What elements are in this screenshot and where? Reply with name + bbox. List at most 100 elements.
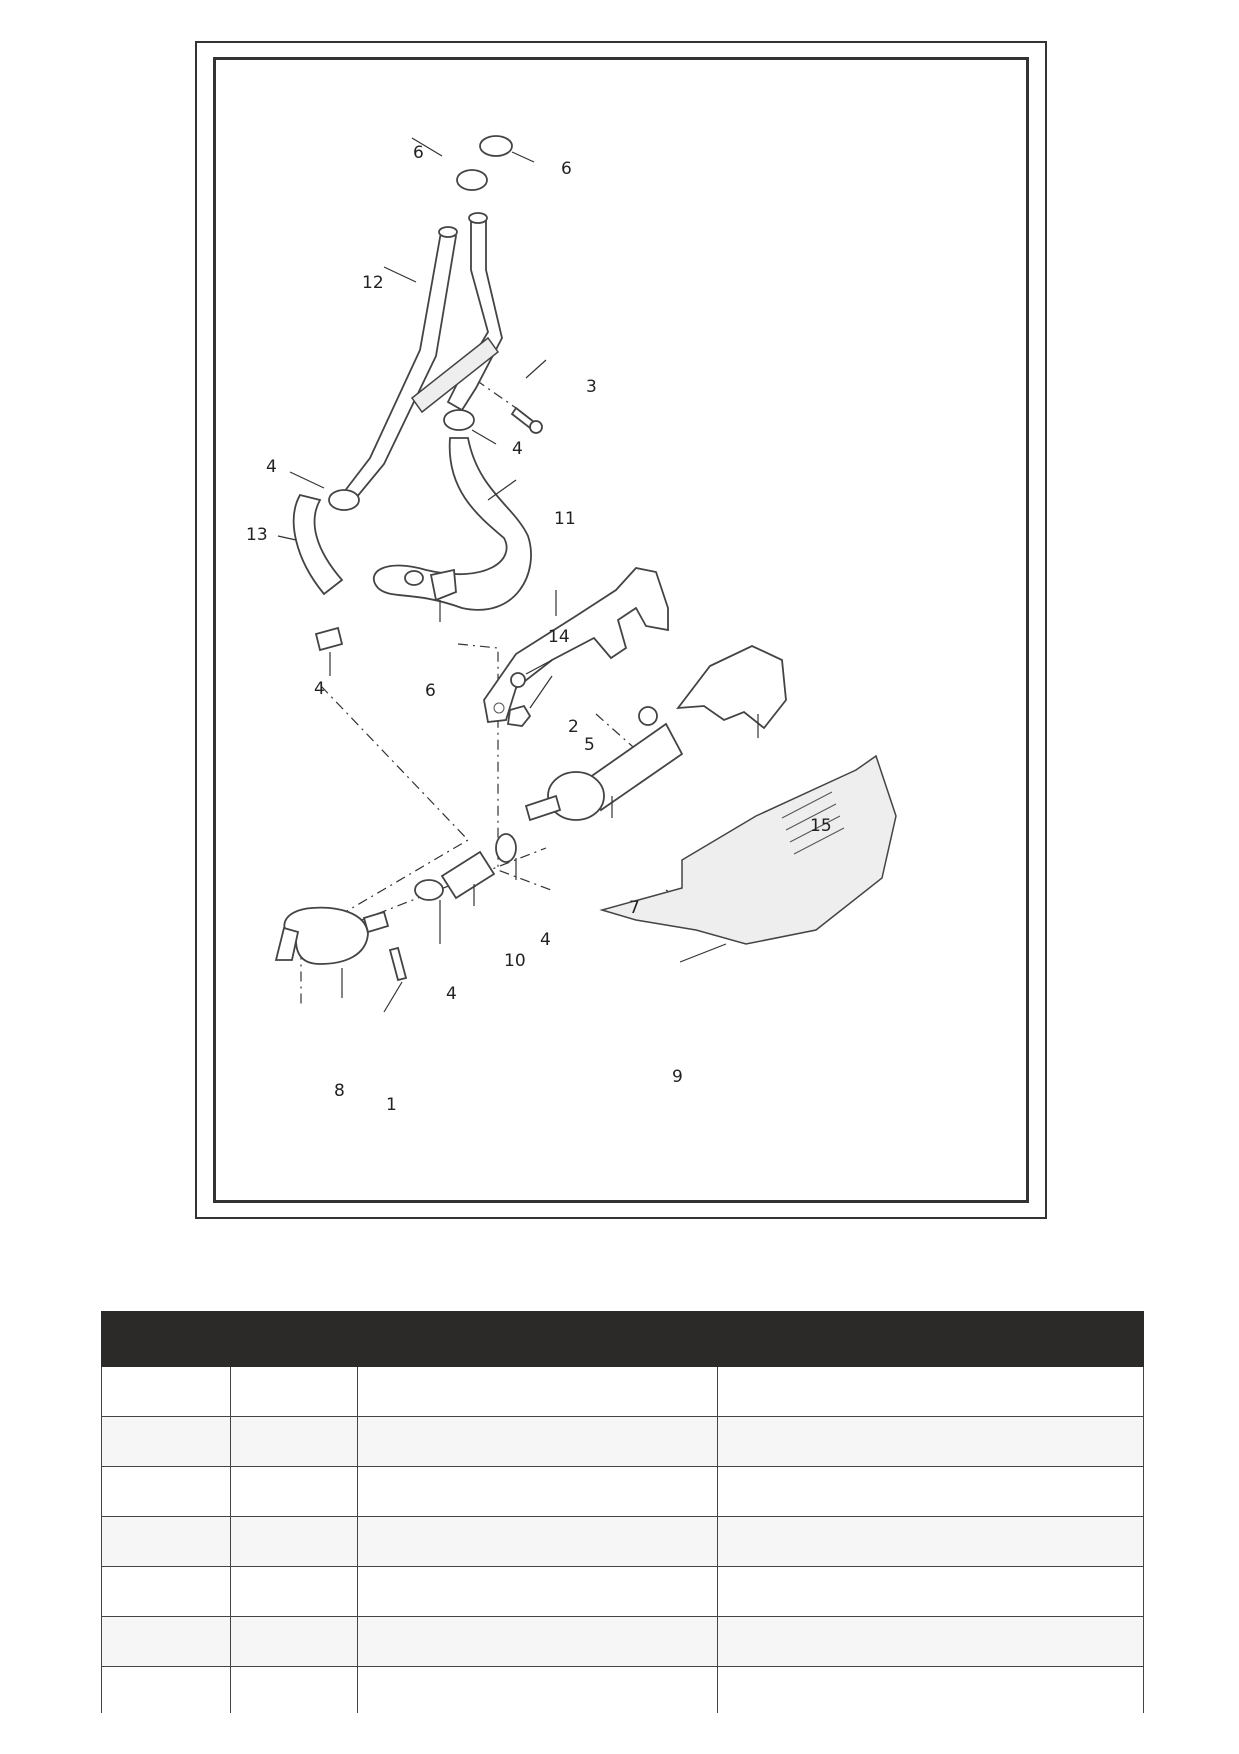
- callout-12: 12: [362, 273, 384, 293]
- callout-10: 10: [504, 951, 526, 971]
- part-14-hole: [493, 702, 505, 714]
- table-cell: [717, 1416, 1144, 1467]
- leader-6a: [411, 137, 443, 157]
- assembly-line-6: [475, 379, 517, 409]
- table-cell: [230, 1516, 358, 1567]
- callout-2: 2: [568, 717, 579, 737]
- part-4-clamp-lower-left: [314, 626, 344, 652]
- leader-1: [383, 981, 403, 1013]
- table-header-cell: [357, 1311, 718, 1367]
- callout-4: 4: [314, 679, 325, 699]
- table-cell: [717, 1566, 1144, 1617]
- leader-2: [525, 659, 553, 675]
- table-row: [101, 1666, 1144, 1713]
- diagram-frame: 6 6 12 3 4 4 11 13 14 4 6 2 5 15 7 4 10 …: [195, 41, 1047, 1219]
- callout-4: 4: [512, 439, 523, 459]
- table-cell: [230, 1366, 358, 1417]
- parts-table: [101, 1311, 1144, 1713]
- leader-9: [679, 943, 727, 963]
- callout-7: 7: [629, 898, 640, 918]
- table-row: [101, 1566, 1144, 1617]
- part-8-pump-housing: [283, 906, 369, 965]
- exploded-parts-diagram: 6 6 12 3 4 4 11 13 14 4 6 2 5 15 7 4 10 …: [213, 57, 1029, 1203]
- leader-4a: [471, 429, 497, 445]
- part-7-motor-head: [547, 771, 605, 821]
- leader-3: [525, 359, 547, 379]
- table-row: [101, 1516, 1144, 1567]
- table-header-cell: [101, 1311, 231, 1367]
- callout-8: 8: [334, 1081, 345, 1101]
- table-row: [101, 1366, 1144, 1417]
- table-cell: [357, 1466, 718, 1517]
- table-cell: [357, 1616, 718, 1667]
- part-11-hose-end: [404, 570, 424, 586]
- assembly-line-1: [300, 685, 469, 1005]
- part-6-clamp-top-left: [456, 169, 488, 191]
- callout-11: 11: [554, 509, 576, 529]
- part-2-screw: [510, 672, 526, 688]
- callout-4: 4: [540, 930, 551, 950]
- part-8-inlet: [274, 926, 300, 961]
- table-cell: [101, 1516, 231, 1567]
- leader-12: [383, 266, 417, 283]
- part-7-motor-shaft: [524, 794, 562, 822]
- callout-4: 4: [266, 457, 277, 477]
- table-cell: [230, 1566, 358, 1617]
- part-4-clamp-pump-right: [495, 833, 517, 863]
- callout-13: 13: [246, 525, 268, 545]
- leader-4b: [289, 471, 325, 489]
- table-cell: [230, 1666, 358, 1713]
- part-13-hose: [292, 493, 344, 596]
- table-header-cell: [717, 1311, 1144, 1367]
- callout-6: 6: [561, 159, 572, 179]
- leader-6b: [511, 151, 535, 163]
- callout-9: 9: [672, 1067, 683, 1087]
- pipe-end-top-left: [438, 226, 458, 238]
- callout-14: 14: [548, 627, 570, 647]
- table-cell: [230, 1616, 358, 1667]
- table-cell: [717, 1366, 1144, 1417]
- table-row: [101, 1466, 1144, 1517]
- callout-3: 3: [586, 377, 597, 397]
- table-cell: [230, 1466, 358, 1517]
- leader-11: [487, 479, 517, 501]
- table-cell: [717, 1616, 1144, 1667]
- part-10-sleeve: [440, 850, 496, 900]
- callout-6: 6: [425, 681, 436, 701]
- table-cell: [357, 1666, 718, 1713]
- callout-4: 4: [446, 984, 457, 1004]
- callout-1: 1: [386, 1095, 397, 1115]
- table-cell: [101, 1666, 231, 1713]
- part-14-bracket: [483, 567, 669, 723]
- part-1-bolt: [388, 946, 408, 982]
- part-4-clamp-pump-left: [414, 879, 444, 901]
- part-7-motor-port: [638, 706, 658, 726]
- part-15-mount: [676, 645, 787, 730]
- table-cell: [357, 1566, 718, 1617]
- table-cell: [717, 1516, 1144, 1567]
- table-row: [101, 1416, 1144, 1467]
- table-cell: [101, 1416, 231, 1467]
- table-header-row: [101, 1311, 1144, 1367]
- table-cell: [101, 1566, 231, 1617]
- part-8-outlet: [362, 910, 390, 934]
- pipe-end-top-right: [468, 212, 488, 224]
- table-cell: [101, 1366, 231, 1417]
- part-9-ridges: [781, 791, 845, 855]
- part-6-clamp-lower: [429, 568, 457, 602]
- table-row: [101, 1616, 1144, 1667]
- diagram-svg: 6 6 12 3 4 4 11 13 14 4 6 2 5 15 7 4 10 …: [246, 135, 897, 1115]
- part-5-nut: [506, 704, 532, 727]
- table-cell: [230, 1416, 358, 1467]
- leader-5: [529, 675, 553, 709]
- callout-6: 6: [413, 143, 424, 163]
- part-4-clamp-upper-left: [328, 489, 360, 511]
- leader-13: [277, 535, 297, 541]
- part-4-clamp-upper-right: [443, 409, 475, 431]
- callout-5: 5: [584, 735, 595, 755]
- table-cell: [357, 1416, 718, 1467]
- table-header-cell: [230, 1311, 358, 1367]
- part-9-cover: [599, 754, 897, 945]
- table-cell: [357, 1366, 718, 1417]
- table-cell: [717, 1666, 1144, 1713]
